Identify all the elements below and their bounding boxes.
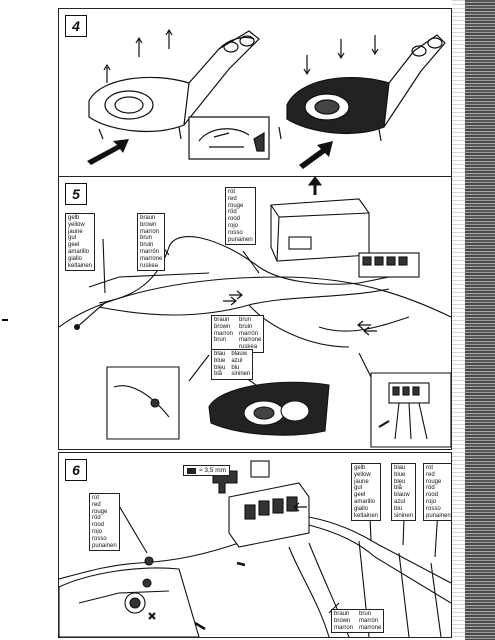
step-5-illustration bbox=[59, 177, 451, 448]
step-5-panel: 5 bbox=[58, 176, 452, 450]
margin-mark bbox=[2, 319, 8, 321]
scan-edge bbox=[465, 0, 495, 640]
fuse-size-label: ≈ 3,5 mm bbox=[183, 465, 231, 476]
step-4-number: 4 bbox=[65, 15, 87, 37]
step-6-illustration bbox=[59, 460, 451, 637]
scan-noise bbox=[452, 0, 466, 640]
step-5-number: 5 bbox=[65, 183, 87, 205]
step-6-panel: 6 bbox=[58, 452, 452, 638]
step-4-illustration bbox=[87, 28, 446, 169]
step-4-panel: 4 bbox=[58, 8, 452, 178]
step-6-number: 6 bbox=[65, 459, 87, 481]
drill-icon bbox=[187, 467, 196, 474]
